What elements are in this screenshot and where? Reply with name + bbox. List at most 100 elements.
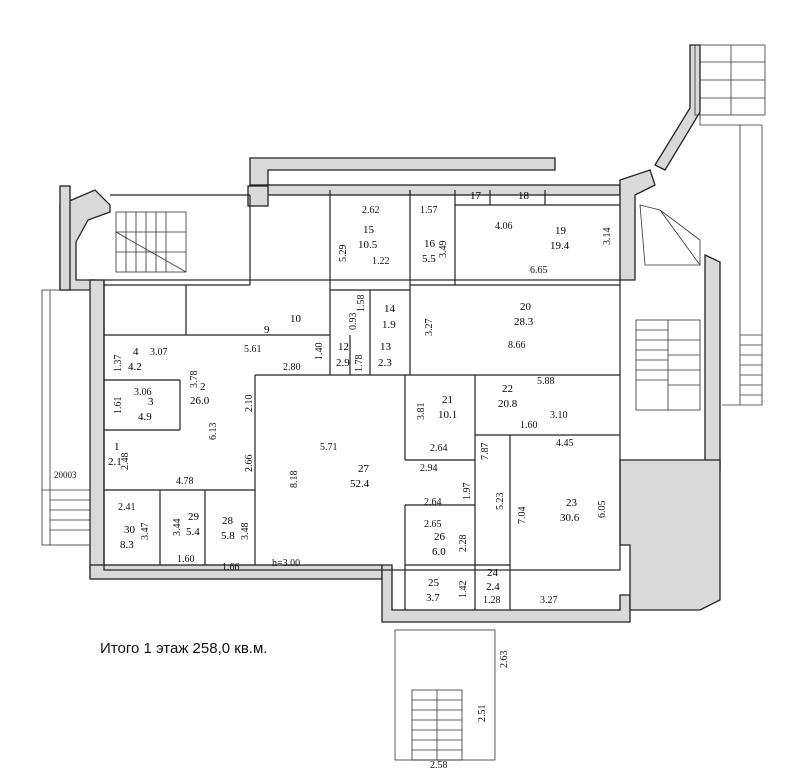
- building-id-label: 20003: [54, 470, 77, 480]
- dim-label: 1.22: [372, 256, 390, 267]
- dim-label: 2.10: [244, 395, 255, 413]
- dim-label: 1.40: [314, 343, 325, 361]
- dim-label: 1.28: [483, 595, 501, 606]
- ceiling-height-label: h=3.00: [272, 558, 300, 569]
- dim-label: 1.61: [113, 397, 124, 415]
- dim-label: 2.58: [430, 760, 448, 771]
- dim-label: 1.37: [113, 355, 124, 373]
- room-16-number: 16: [424, 238, 436, 250]
- dimension-labels: 2.62 1.57 4.06 3.14 6.65 5.29 1.22 3.49 …: [113, 205, 613, 771]
- dim-label: 3.48: [240, 523, 251, 541]
- room-27-number: 27: [358, 463, 370, 475]
- room-15-number: 15: [363, 224, 375, 236]
- dim-label: 8.18: [289, 471, 300, 489]
- room-9-number: 9: [264, 324, 270, 336]
- dim-label: 2.64: [430, 443, 448, 454]
- room-20-area: 28.3: [514, 316, 534, 328]
- stairs-left: [41, 211, 187, 546]
- dim-label: 6.65: [530, 265, 548, 276]
- dim-label: 2.51: [477, 705, 488, 723]
- dim-label: 2.94: [420, 463, 438, 474]
- dim-label: 4.78: [176, 476, 194, 487]
- room-1-number: 1: [114, 441, 120, 453]
- room-2-number: 2: [200, 381, 206, 393]
- room-30-area: 8.3: [120, 539, 134, 551]
- dim-label: 1.42: [458, 581, 469, 599]
- room-12-number: 12: [338, 341, 349, 353]
- room-labels: 1 2.1 2 26.0 3 4.9 4 4.2 9 10 12 2.9 13 …: [108, 190, 580, 604]
- room-12-area: 2.9: [336, 357, 350, 369]
- dim-label: 4.06: [495, 221, 513, 232]
- room-24-area: 2.4: [486, 581, 500, 593]
- room-26-number: 26: [434, 531, 446, 543]
- dim-label: 1.60: [177, 554, 195, 565]
- room-19-area: 19.4: [550, 240, 570, 252]
- dim-label: 2.41: [118, 502, 136, 513]
- dim-label: 2.63: [499, 651, 510, 669]
- outer-walls: [59, 44, 721, 623]
- total-area-label: Итого 1 этаж 258,0 кв.м.: [100, 640, 268, 657]
- dim-label: 3.81: [416, 403, 427, 421]
- room-2-area: 26.0: [190, 395, 210, 407]
- room-24-number: 24: [487, 567, 499, 579]
- dim-label: 1.60: [520, 420, 538, 431]
- dim-label: 3.06: [134, 387, 152, 398]
- room-29-area: 5.4: [186, 526, 200, 538]
- dim-label: 2.65: [424, 519, 442, 530]
- room-27-area: 52.4: [350, 478, 370, 490]
- room-13-number: 13: [380, 341, 392, 353]
- dim-label: 6.05: [597, 501, 608, 519]
- room-25-number: 25: [428, 577, 440, 589]
- dim-label: 5.61: [244, 344, 262, 355]
- room-21-area: 10.1: [438, 409, 457, 421]
- room-19-number: 19: [555, 225, 567, 237]
- dim-label: 1.58: [356, 295, 367, 313]
- dim-label: 3.78: [189, 371, 200, 389]
- room-1-area: 2.1: [108, 456, 122, 468]
- room-29-number: 29: [188, 511, 200, 523]
- stairs-right: [635, 44, 766, 411]
- room-4-area: 4.2: [128, 361, 142, 373]
- dim-label: 2.64: [424, 497, 442, 508]
- room-28-number: 28: [222, 515, 234, 527]
- dim-label: 2.66: [244, 455, 255, 473]
- room-26-area: 6.0: [432, 546, 446, 558]
- dim-label: 1.97: [462, 483, 473, 501]
- dim-label: 5.71: [320, 442, 338, 453]
- room-14-area: 1.9: [382, 319, 396, 331]
- dim-label: 7.87: [480, 443, 491, 461]
- dim-label: 1.66: [222, 562, 240, 573]
- dim-label: 3.27: [424, 319, 435, 337]
- dim-label: 2.80: [283, 362, 301, 373]
- room-23-area: 30.6: [560, 512, 580, 524]
- dim-label: 3.14: [602, 228, 613, 246]
- dim-label: 7.04: [517, 507, 528, 525]
- room-17-number: 17: [470, 190, 482, 202]
- dim-label: 5.23: [495, 493, 506, 511]
- stairs-bottom: [394, 629, 496, 761]
- room-16-area: 5.5: [422, 253, 436, 265]
- room-3-number: 3: [148, 396, 154, 408]
- room-18-number: 18: [518, 190, 530, 202]
- room-10-number: 10: [290, 313, 302, 325]
- dim-label: 3.07: [150, 347, 168, 358]
- dim-label: 0.93: [348, 313, 359, 331]
- dim-label: 2.28: [458, 535, 469, 553]
- room-25-area: 3.7: [426, 592, 440, 604]
- dim-label: 2.48: [120, 453, 131, 471]
- dim-label: 3.49: [438, 241, 449, 259]
- dim-label: 3.10: [550, 410, 568, 421]
- room-22-area: 20.8: [498, 398, 518, 410]
- dim-label: 8.66: [508, 340, 526, 351]
- partitions: [103, 190, 621, 610]
- room-3-area: 4.9: [138, 411, 152, 423]
- dim-label: 1.57: [420, 205, 438, 216]
- room-20-number: 20: [520, 301, 532, 313]
- room-4-number: 4: [133, 346, 139, 358]
- dim-label: 3.27: [540, 595, 558, 606]
- room-13-area: 2.3: [378, 357, 392, 369]
- room-21-number: 21: [442, 394, 453, 406]
- dim-label: 3.47: [140, 523, 151, 541]
- dim-label: 5.29: [338, 245, 349, 263]
